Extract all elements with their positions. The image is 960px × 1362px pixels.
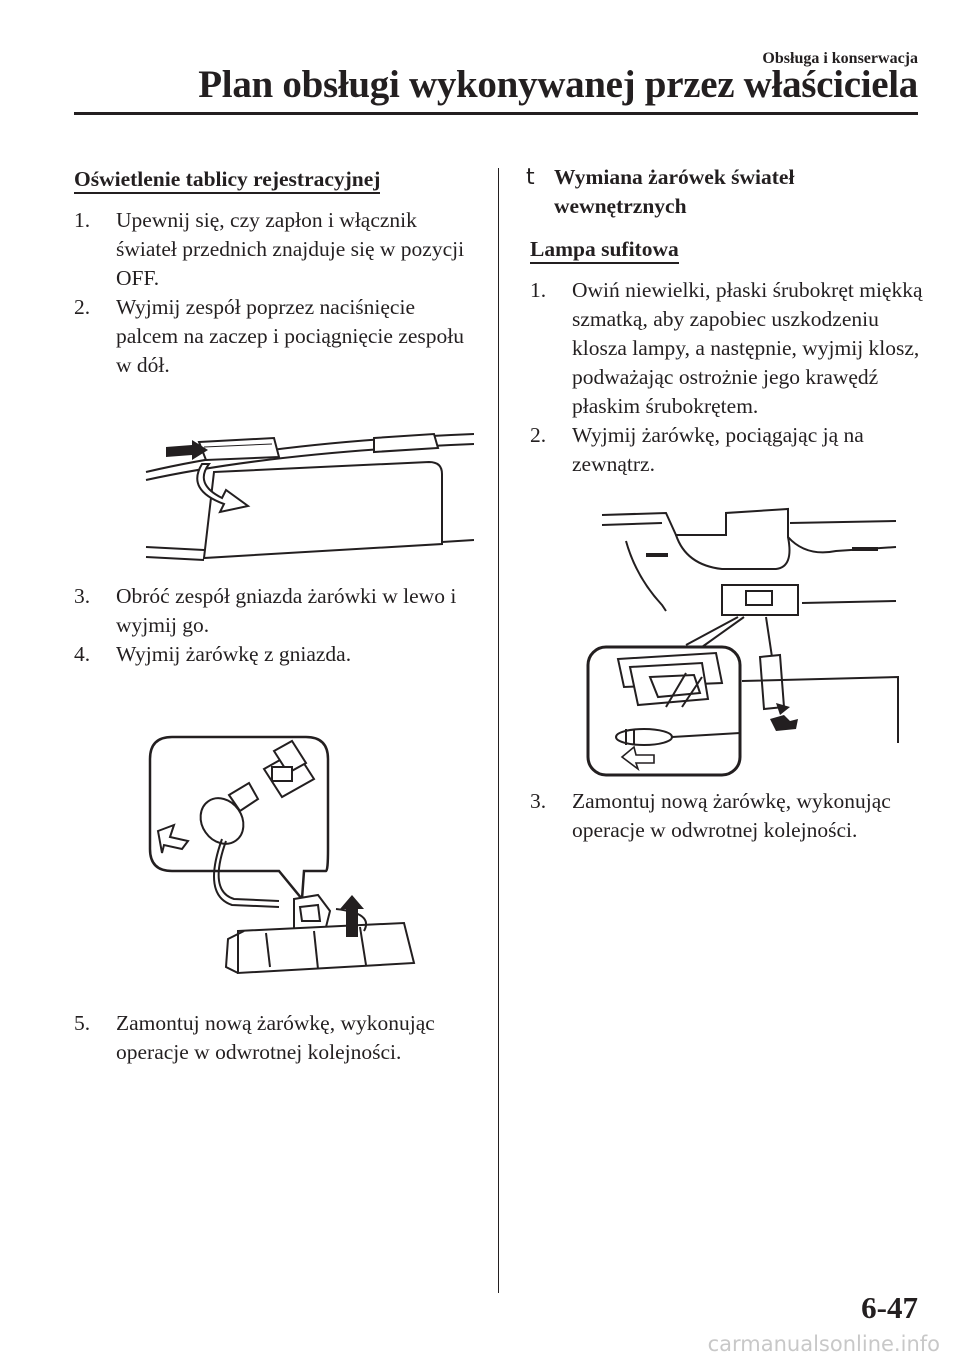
figure-license-lamp-removal: [145, 432, 474, 561]
step-item: 4. Wyjmij żarówkę z gniazda.: [74, 640, 474, 669]
steps-list-a: 1. Upewnij się, czy zapłon i włącznik świ…: [74, 206, 474, 380]
steps-list-d: 1. Owiń niewielki, płaski śrubokręt miękk…: [530, 276, 926, 479]
running-header-section: Obsługa i konserwacja: [762, 50, 918, 67]
subsection-title: Wymiana żarówek świateł wewnętrznych: [554, 165, 795, 218]
step-text: Zamontuj nową żarówkę, wykonując operacj…: [572, 789, 891, 842]
step-text: Wyjmij zespół poprzez naciśnięcie palcem…: [116, 295, 464, 377]
step-number: 5.: [74, 1011, 91, 1035]
step-text: Owiń niewielki, płaski śrubokręt miękką …: [572, 278, 923, 418]
page-title: Plan obsługi wykonywanej przez właścicie…: [198, 63, 918, 106]
step-text: Wyjmij żarówkę z gniazda.: [116, 642, 352, 666]
step-item: 2. Wyjmij zespół poprzez naciśnięcie palc…: [74, 293, 474, 380]
figure-bulb-socket: [148, 735, 416, 975]
step-number: 3.: [74, 584, 91, 608]
header-rule: [74, 112, 918, 115]
step-text: Obróć zespół gniazda żarówki w lewo i wy…: [116, 584, 457, 637]
step-number: 1.: [74, 208, 91, 232]
step-item: 1. Upewnij się, czy zapłon i włącznik świ…: [74, 206, 474, 293]
section-marker: t: [526, 165, 535, 190]
right-column: t Wymiana żarówek świateł wewnętrznych L…: [526, 163, 926, 845]
step-item: 3. Obróć zespół gniazda żarówki w lewo i …: [74, 582, 474, 640]
page-number: 6-47: [861, 1290, 918, 1325]
step-number: 3.: [530, 789, 547, 813]
step-text: Zamontuj nową żarówkę, wykonując operacj…: [116, 1011, 435, 1064]
figure-overhead-lamp: [586, 507, 899, 777]
section-heading-overhead-lamp: Lampa sufitowa: [530, 236, 679, 264]
left-column: Oświetlenie tablicy rejestracyjnej 1. Upe…: [74, 165, 474, 1067]
step-text: Wyjmij żarówkę, pociągając ją na zewnątr…: [572, 423, 864, 476]
step-number: 4.: [74, 642, 91, 666]
step-number: 2.: [74, 295, 91, 319]
step-number: 1.: [530, 278, 547, 302]
step-number: 2.: [530, 423, 547, 447]
subsection-interior-bulbs: t Wymiana żarówek świateł wewnętrznych: [526, 163, 926, 221]
step-text: Upewnij się, czy zapłon i włącznik świat…: [116, 208, 465, 290]
section-heading-license-plate-light: Oświetlenie tablicy rejestracyjnej: [74, 166, 381, 194]
step-item: 1. Owiń niewielki, płaski śrubokręt miękk…: [530, 276, 926, 421]
watermark: carmanualsonline.info: [707, 1332, 940, 1356]
step-item: 5. Zamontuj nową żarówkę, wykonując opera…: [74, 1009, 474, 1067]
step-item: 3. Zamontuj nową żarówkę, wykonując opera…: [530, 787, 926, 845]
column-divider: [498, 168, 499, 1293]
steps-list-c: 5. Zamontuj nową żarówkę, wykonując opera…: [74, 1009, 474, 1067]
step-item: 2. Wyjmij żarówkę, pociągając ją na zewną…: [530, 421, 926, 479]
steps-list-b: 3. Obróć zespół gniazda żarówki w lewo i …: [74, 582, 474, 669]
steps-list-e: 3. Zamontuj nową żarówkę, wykonując opera…: [530, 787, 926, 845]
